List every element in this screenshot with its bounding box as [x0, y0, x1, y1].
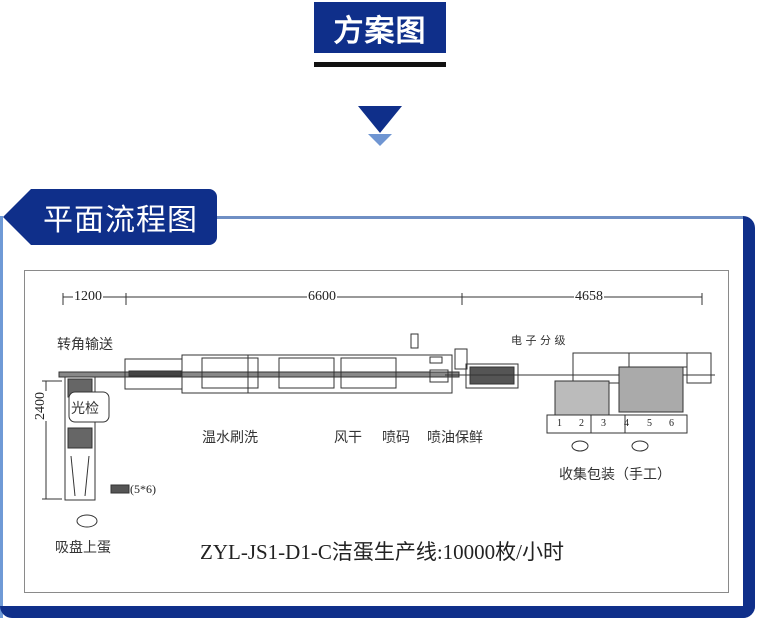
label-air-dry: 风干 — [334, 430, 362, 446]
lane-6: 6 — [669, 418, 674, 429]
label-electronic-grading: 电 子 分 级 — [511, 334, 566, 347]
label-oil-spray: 喷油保鲜 — [427, 430, 483, 446]
lane-2: 2 — [579, 418, 584, 429]
dimension-4658: 4658 — [574, 289, 604, 305]
label-corner-conveyor: 转角输送 — [57, 337, 113, 353]
title-underline — [314, 62, 446, 67]
production-line-caption: ZYL-JS1-D1-C洁蛋生产线:10000枚/小时 — [200, 540, 564, 564]
section-card — [0, 216, 755, 618]
dimension-6600: 6600 — [307, 289, 337, 305]
card-border-bottom — [0, 606, 755, 618]
production-line-diagram — [42, 293, 715, 528]
section-tab: 平面流程图 — [3, 189, 217, 245]
tab-background — [3, 189, 217, 245]
dimension-2400: 2400 — [33, 391, 49, 421]
card-border-right — [743, 216, 755, 618]
lane-5: 5 — [647, 418, 652, 429]
label-light-inspection: 光检 — [71, 401, 99, 417]
label-inkjet-code: 喷码 — [382, 430, 410, 446]
card-border-top — [215, 216, 743, 219]
down-arrow-small-icon — [368, 134, 392, 146]
floor-plan-drawing: 1200 6600 4658 2400 转角输送 光检 (5*6) 吸盘上蛋 温… — [24, 270, 729, 593]
dimension-1200: 1200 — [73, 289, 103, 305]
lane-1: 1 — [557, 418, 562, 429]
label-suction-loading: 吸盘上蛋 — [55, 540, 111, 556]
section-title: 平面流程图 — [43, 203, 198, 238]
card-border-left — [0, 216, 3, 618]
label-tray-spec: (5*6) — [130, 482, 156, 496]
label-warm-water-brush: 温水刷洗 — [202, 430, 258, 446]
lane-4: 4 — [624, 418, 629, 429]
down-arrow-icon — [358, 106, 402, 133]
label-collect-pack: 收集包装（手工） — [559, 467, 671, 483]
page-title: 方案图 — [314, 2, 446, 53]
lane-3: 3 — [601, 418, 606, 429]
